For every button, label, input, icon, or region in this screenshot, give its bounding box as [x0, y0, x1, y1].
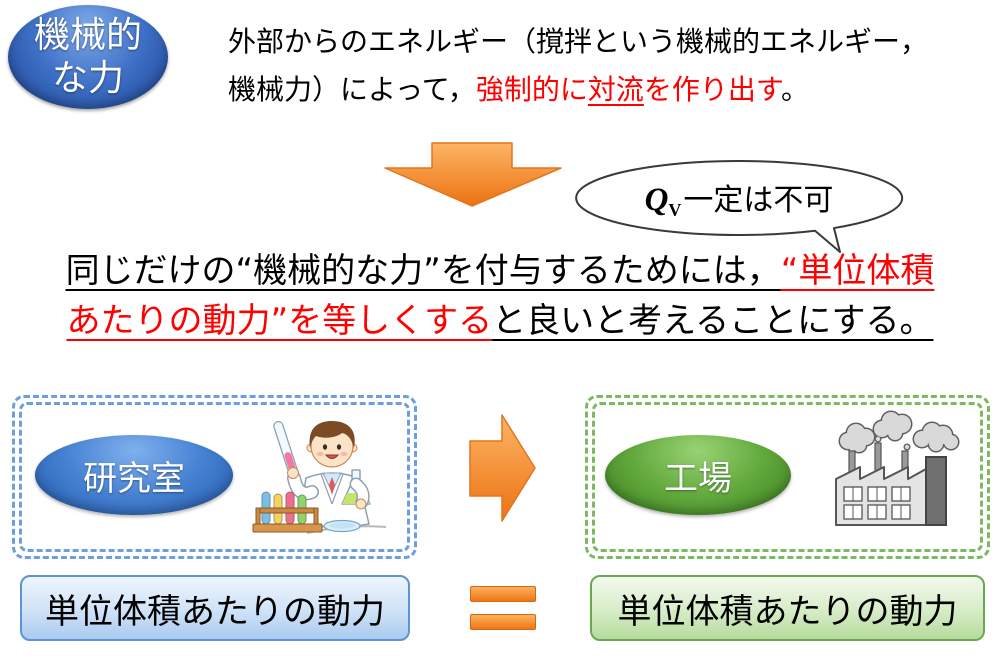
factory-panel — [585, 395, 990, 559]
laboratory-measure: 単位体積あたりの動力 — [45, 591, 385, 632]
equals-icon-lower-bar — [470, 614, 536, 630]
factory-badge: 工場 — [605, 435, 791, 515]
equals-icon — [470, 586, 536, 602]
statement-segment-emphasis: “単位体積 — [780, 251, 935, 291]
definition-line-2: 機械力）によって，強制的に対流を作り出す。 — [228, 66, 928, 114]
laboratory-measure-box: 単位体積あたりの動力 — [20, 575, 410, 641]
main-statement: 同じだけの“機械的な力”を付与するためには，“単位体積 あたりの動力”を等しくす… — [0, 246, 1000, 346]
definition-segment-emphasis: 強制的に — [475, 73, 588, 106]
statement-line-2: あたりの動力”を等しくすると良いと考えることにする。 — [0, 296, 1000, 346]
speech-bubble — [575, 159, 904, 253]
arrow-right-icon — [469, 414, 536, 522]
badge-line-2: な力 — [51, 58, 124, 99]
note-text: 一定は不可 — [683, 183, 834, 218]
laboratory-panel-inner-border — [19, 402, 410, 552]
speech-bubble-text: QV一定は不可 — [576, 180, 902, 230]
definition-segment: 機械力）によって， — [228, 73, 476, 106]
flow-rate-subscript: V — [668, 200, 682, 220]
factory-panel-inner-border — [592, 402, 983, 552]
window-grid — [852, 487, 902, 519]
laboratory-label: 研究室 — [83, 458, 185, 499]
definition-text: 外部からのエネルギー（撹拌という機械的エネルギー， 機械力）によって，強制的に対… — [228, 18, 928, 114]
flow-rate-symbol: Q — [644, 182, 669, 218]
arrow-down-icon — [384, 142, 562, 207]
definition-segment-end: 。 — [781, 73, 810, 106]
laboratory-badge: 研究室 — [35, 435, 233, 515]
definition-segment-convection: 対流 — [587, 73, 644, 106]
badge-line-1: 機械的 — [33, 15, 142, 56]
statement-line-1: 同じだけの“機械的な力”を付与するためには，“単位体積 — [0, 246, 1000, 296]
laboratory-panel — [12, 395, 417, 559]
statement-segment: と良いと考えることにする。 — [492, 301, 934, 341]
mechanical-force-badge: 機械的 な力 — [8, 5, 168, 109]
factory-label: 工場 — [664, 458, 732, 499]
scientist-icon — [252, 420, 387, 534]
factory-measure: 単位体積あたりの動力 — [617, 591, 958, 632]
definition-segment-emphasis: を作り出す — [643, 73, 782, 106]
factory-icon — [835, 410, 960, 526]
factory-measure-box: 単位体積あたりの動力 — [590, 575, 985, 641]
smoke-clouds — [840, 412, 958, 452]
definition-line-1: 外部からのエネルギー（撹拌という機械的エネルギー， — [228, 25, 929, 58]
statement-segment-emphasis: あたりの動力”を等しくする — [66, 301, 493, 341]
statement-segment: 同じだけの“機械的な力”を付与するためには， — [65, 251, 781, 291]
